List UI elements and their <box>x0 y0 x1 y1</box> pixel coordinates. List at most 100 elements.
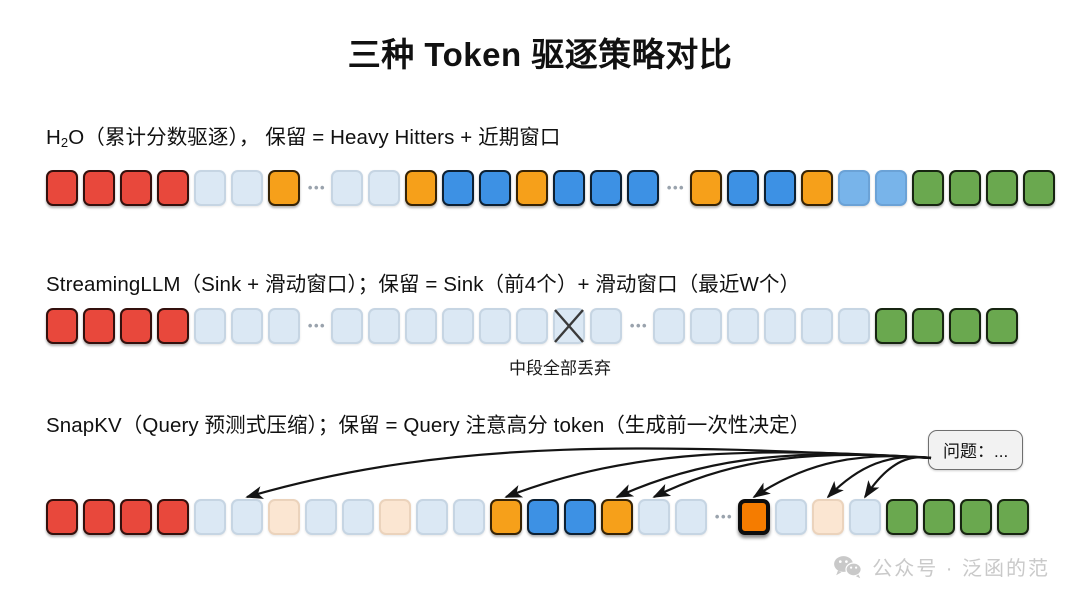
token-cell <box>875 308 907 344</box>
token-cell <box>875 170 907 206</box>
token-cell <box>601 499 633 535</box>
token-cell <box>764 308 796 344</box>
attention-arrow <box>504 451 932 499</box>
token-cell <box>727 308 759 344</box>
page-title: 三种 Token 驱逐策略对比 <box>347 36 733 73</box>
attention-arrow <box>752 455 932 498</box>
attention-arrow <box>615 453 932 498</box>
token-cell <box>960 499 992 535</box>
token-cell <box>342 499 374 535</box>
token-cell <box>442 308 474 344</box>
row-label-h2o-prefix: H <box>46 126 61 149</box>
token-cell <box>997 499 1029 535</box>
wechat-icon <box>834 555 863 578</box>
token-cell <box>46 499 78 535</box>
token-strip-streamingllm: ••• ••• <box>46 308 1036 348</box>
token-cell <box>690 308 722 344</box>
token-cell <box>690 170 722 206</box>
token-cell <box>405 170 437 206</box>
token-cell <box>442 170 474 206</box>
token-cell <box>801 170 833 206</box>
token-cell <box>157 308 189 344</box>
token-cell <box>775 499 807 535</box>
attention-arrow <box>245 447 932 499</box>
token-cell <box>194 170 226 206</box>
token-cell <box>83 499 115 535</box>
caption-discard-middle: 中段全部丢弃 <box>509 359 611 378</box>
token-cell <box>490 499 522 535</box>
token-cell <box>368 170 400 206</box>
token-cell <box>416 499 448 535</box>
token-cell <box>886 499 918 535</box>
token-cell <box>912 170 944 206</box>
token-cell <box>305 499 337 535</box>
attention-arrow <box>826 455 932 499</box>
token-cell <box>46 170 78 206</box>
token-cell <box>590 308 622 344</box>
token-ellipsis: ••• <box>307 180 327 195</box>
token-cell <box>553 308 585 344</box>
watermark-text: 公众号 · 泛函的范 <box>872 558 1050 580</box>
token-cell <box>331 170 363 206</box>
row-label-streamingllm: StreamingLLM（Sink + 滑动窗口）；保留 = Sink（前4个）… <box>46 273 801 296</box>
row-label-snapkv: SnapKV（Query 预测式压缩）；保留 = Query 注意高分 toke… <box>46 414 811 437</box>
token-cell <box>157 170 189 206</box>
token-cell <box>986 308 1018 344</box>
attention-arrow <box>864 456 932 499</box>
token-cell <box>764 170 796 206</box>
token-cell <box>849 499 881 535</box>
token-cell <box>231 308 263 344</box>
token-cell <box>923 499 955 535</box>
token-cell <box>838 308 870 344</box>
token-cell <box>331 308 363 344</box>
token-cell <box>653 308 685 344</box>
token-cell <box>268 170 300 206</box>
token-cell <box>120 499 152 535</box>
token-cell <box>157 499 189 535</box>
token-cell <box>231 499 263 535</box>
token-cell <box>368 308 400 344</box>
token-cell <box>120 170 152 206</box>
token-cell <box>479 170 511 206</box>
token-cell <box>727 170 759 206</box>
token-strip-h2o: ••• ••• <box>46 170 1055 210</box>
token-ellipsis: ••• <box>714 509 734 524</box>
row-label-h2o-rest: O（累计分数驱逐）， 保留 = Heavy Hitters + 近期窗口 <box>68 126 561 149</box>
token-strip-snapkv: ••• <box>46 499 1036 539</box>
token-cell <box>527 499 559 535</box>
token-cell <box>912 308 944 344</box>
token-cell <box>379 499 411 535</box>
token-ellipsis: ••• <box>666 180 686 195</box>
token-cell <box>627 170 659 206</box>
watermark: 公众号 · 泛函的范 <box>833 552 1050 581</box>
token-cell <box>83 308 115 344</box>
token-cell <box>1023 170 1055 206</box>
token-cell <box>738 499 770 535</box>
token-cell <box>194 308 226 344</box>
token-ellipsis: ••• <box>629 318 649 333</box>
attention-arrow <box>652 453 932 498</box>
token-cell <box>553 170 585 206</box>
token-cell <box>516 170 548 206</box>
row-label-h2o: H2O（累计分数驱逐）， 保留 = Heavy Hitters + 近期窗口 <box>46 120 561 150</box>
token-cell <box>949 170 981 206</box>
token-cell <box>801 308 833 344</box>
token-cell <box>231 170 263 206</box>
token-cell <box>812 499 844 535</box>
query-box[interactable]: 问题：... <box>928 430 1024 470</box>
token-cell <box>405 308 437 344</box>
token-cell <box>120 308 152 344</box>
token-cell <box>46 308 78 344</box>
row-label-h2o-subscript: 2 <box>60 135 69 150</box>
token-cell <box>838 170 870 206</box>
token-cell <box>268 499 300 535</box>
token-cell <box>564 499 596 535</box>
token-cell <box>675 499 707 535</box>
token-cell <box>268 308 300 344</box>
token-ellipsis: ••• <box>307 318 327 333</box>
token-cell <box>986 170 1018 206</box>
token-cell <box>194 499 226 535</box>
token-cell <box>516 308 548 344</box>
token-cell <box>949 308 981 344</box>
